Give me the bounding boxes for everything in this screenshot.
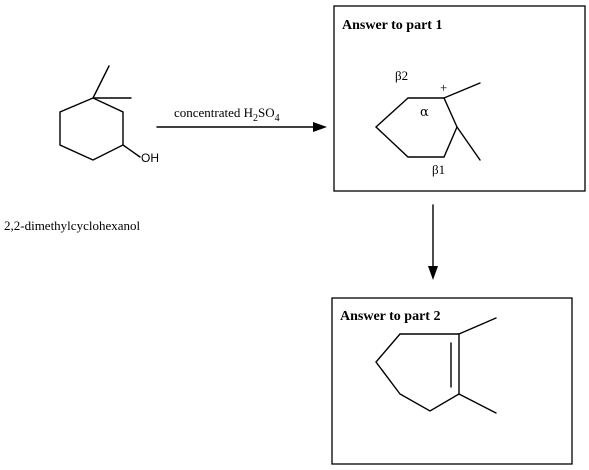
carbocation-ring [374,97,458,158]
alkene-methyl-bond-1 [458,317,497,335]
part1-box [333,5,586,192]
part1-title: Answer to part 1 [342,18,442,33]
cation-methyl-bond [443,82,481,99]
oh-bond [122,144,141,158]
beta1-label: β1 [432,162,445,177]
alkene-structure [375,317,497,414]
alkene-methyl-bond-2 [458,393,497,414]
carbocation-structure [374,82,481,161]
reagent-label: concentrated H2SO4 [174,105,280,124]
reactant-name: 2,2-dimethylcyclohexanol [4,218,140,233]
beta1-methyl-bond [456,126,481,161]
down-arrow [428,204,438,280]
reactant-structure: OH [59,65,159,165]
beta2-label: β2 [395,68,408,83]
alkene-ring [375,333,460,412]
reaction-arrow [156,122,327,132]
part2-title: Answer to part 2 [340,309,440,324]
part2-box [331,297,573,465]
oh-label: OH [141,151,159,165]
positive-charge: + [440,80,447,95]
reactant-ring [59,97,124,161]
alpha-label: α [420,105,429,120]
methyl-bond-1 [92,65,110,99]
